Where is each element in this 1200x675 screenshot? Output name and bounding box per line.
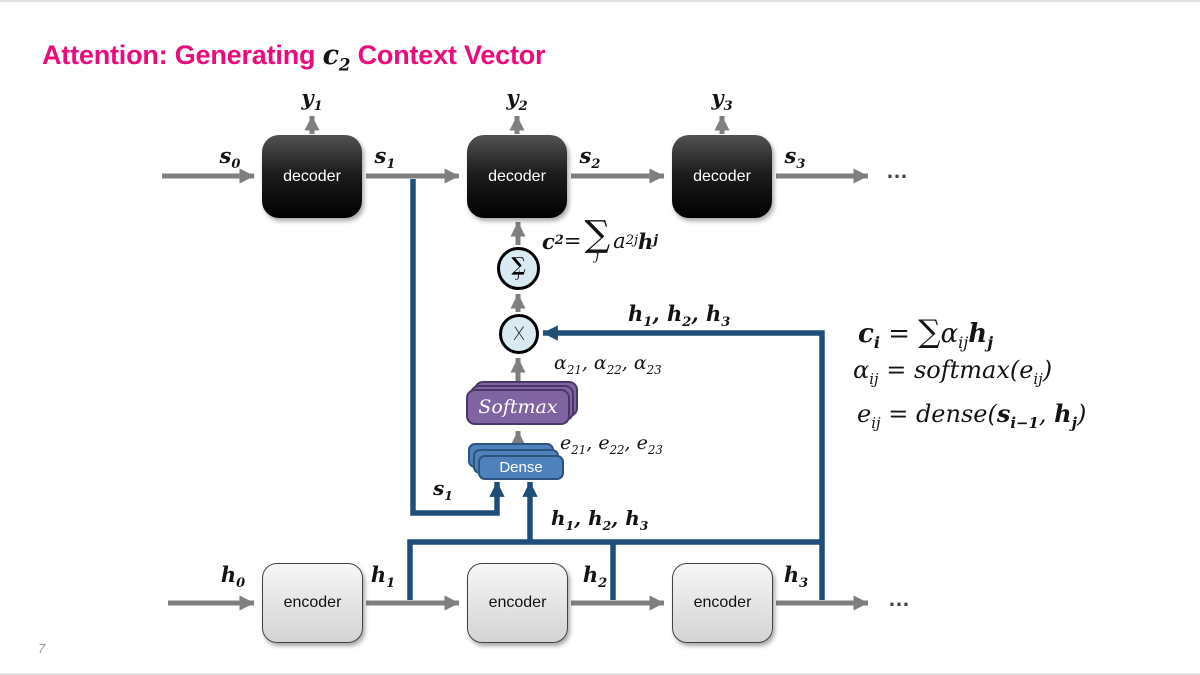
label-y1: y1 (301, 85, 323, 115)
page-number: 7 (38, 641, 46, 656)
equation-alpha: αij = softmax(eij) (853, 356, 1053, 388)
wire-h1-bus (407, 539, 824, 600)
sigma-subscript: j (516, 270, 521, 282)
label-s0: s0 (219, 143, 241, 173)
sum-node: ∑ j (497, 247, 540, 290)
label-h3: h3 (783, 562, 809, 592)
sigma-icon: ∑ (511, 253, 526, 276)
label-h1: h1 (370, 562, 396, 592)
label-alpha-values: α21, α22, α23 (554, 352, 662, 377)
decoder-row-ellipsis: … (886, 158, 908, 183)
label-h-inputs-to-dense: h1, h2, h3 (551, 506, 649, 533)
equation-context: ci = ∑αijhj (858, 314, 994, 353)
decoder-box-2: decoder (467, 135, 567, 218)
dense-layer: Dense (478, 455, 564, 480)
decoder-box-3: decoder (672, 135, 772, 218)
label-y3: y3 (711, 85, 733, 115)
label-h-inputs-to-mult: h1, h2, h3 (628, 301, 731, 331)
wire-s1-to-dense (410, 179, 505, 516)
softmax-layer: Softmax (466, 389, 570, 425)
label-h2: h2 (582, 562, 608, 592)
decoder-box-1: decoder (262, 135, 362, 218)
page-title: Attention: Generating c2 Context Vector (42, 40, 546, 75)
label-s1-input-to-dense: s1 (433, 476, 453, 503)
equation-e: eij = dense(si−1, hj) (857, 399, 1087, 432)
label-y2: y2 (506, 85, 528, 115)
label-h0: h0 (220, 562, 246, 592)
label-s3: s3 (784, 143, 806, 173)
label-s2: s2 (579, 143, 601, 173)
label-s1: s1 (374, 143, 396, 173)
encoder-box-1: encoder (262, 563, 363, 643)
encoder-box-2: encoder (467, 563, 568, 643)
encoder-row-ellipsis: … (888, 586, 910, 611)
wire-h3-riser-to-mult (542, 325, 825, 600)
multiply-icon: X (512, 322, 526, 345)
multiply-node: X (499, 314, 539, 354)
encoder-box-3: encoder (672, 563, 773, 643)
label-e-values: e21, e22, e23 (560, 432, 663, 457)
